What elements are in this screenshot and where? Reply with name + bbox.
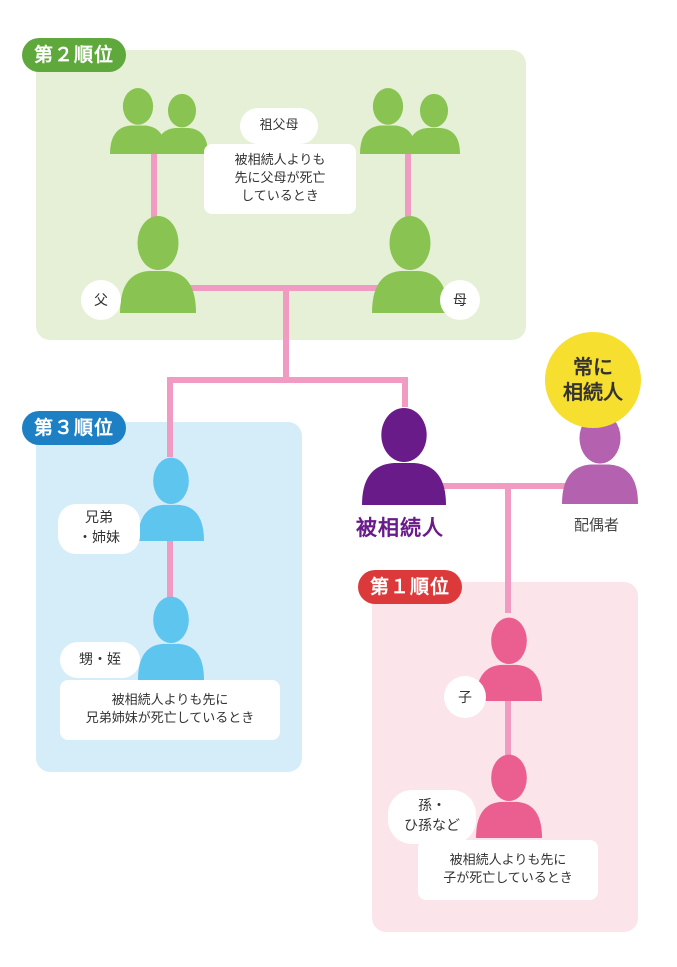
sibling-person-icon <box>138 455 204 541</box>
grandmother2-person-icon <box>408 92 460 154</box>
nephew-person-icon <box>138 594 204 680</box>
parents-down-connector <box>283 285 289 383</box>
mother-label: 母 <box>440 280 480 320</box>
grandparents-father-connector <box>151 150 157 220</box>
father-person-icon <box>120 213 196 313</box>
father-label: 父 <box>81 280 121 320</box>
rank3-note: 被相続人よりも先に 兄弟姉妹が死亡しているとき <box>60 680 280 740</box>
grandchild-person-icon <box>476 752 542 838</box>
decedent-up-connector <box>402 377 408 407</box>
child-person-icon <box>476 615 542 701</box>
child-label: 子 <box>444 676 486 718</box>
always-heir-badge: 常に 相続人 <box>545 332 641 428</box>
grandfather-person-icon <box>110 86 166 154</box>
grandparents-note: 被相続人よりも 先に父母が死亡 しているとき <box>204 144 356 214</box>
rank2-badge: 第２順位 <box>22 38 127 72</box>
rank3-badge: 第３順位 <box>22 411 127 445</box>
rank1-badge: 第１順位 <box>358 570 463 604</box>
child-grandchild-connector <box>505 700 511 760</box>
siblings-down-connector <box>167 377 173 457</box>
rank1-note: 被相続人よりも先に 子が死亡しているとき <box>418 840 598 900</box>
spouse-label: 配偶者 <box>574 516 620 534</box>
grandmother-person-icon <box>156 92 208 154</box>
grandfather2-person-icon <box>360 86 416 154</box>
grandparents-mother-connector <box>405 150 411 220</box>
siblings-nephews-connector <box>167 540 173 600</box>
mother-person-icon <box>372 213 448 313</box>
decedent-person-icon <box>362 405 446 505</box>
siblings-decedent-connector <box>167 377 408 383</box>
children-down-connector <box>505 483 511 613</box>
siblings-label: 兄弟 ・姉妹 <box>58 504 140 554</box>
decedent-label: 被相続人 <box>356 516 444 540</box>
grandchild-label: 孫・ ひ孫など <box>388 790 476 844</box>
nephews-label: 甥・姪 <box>60 642 140 678</box>
grandparents-label: 祖父母 <box>240 108 318 144</box>
